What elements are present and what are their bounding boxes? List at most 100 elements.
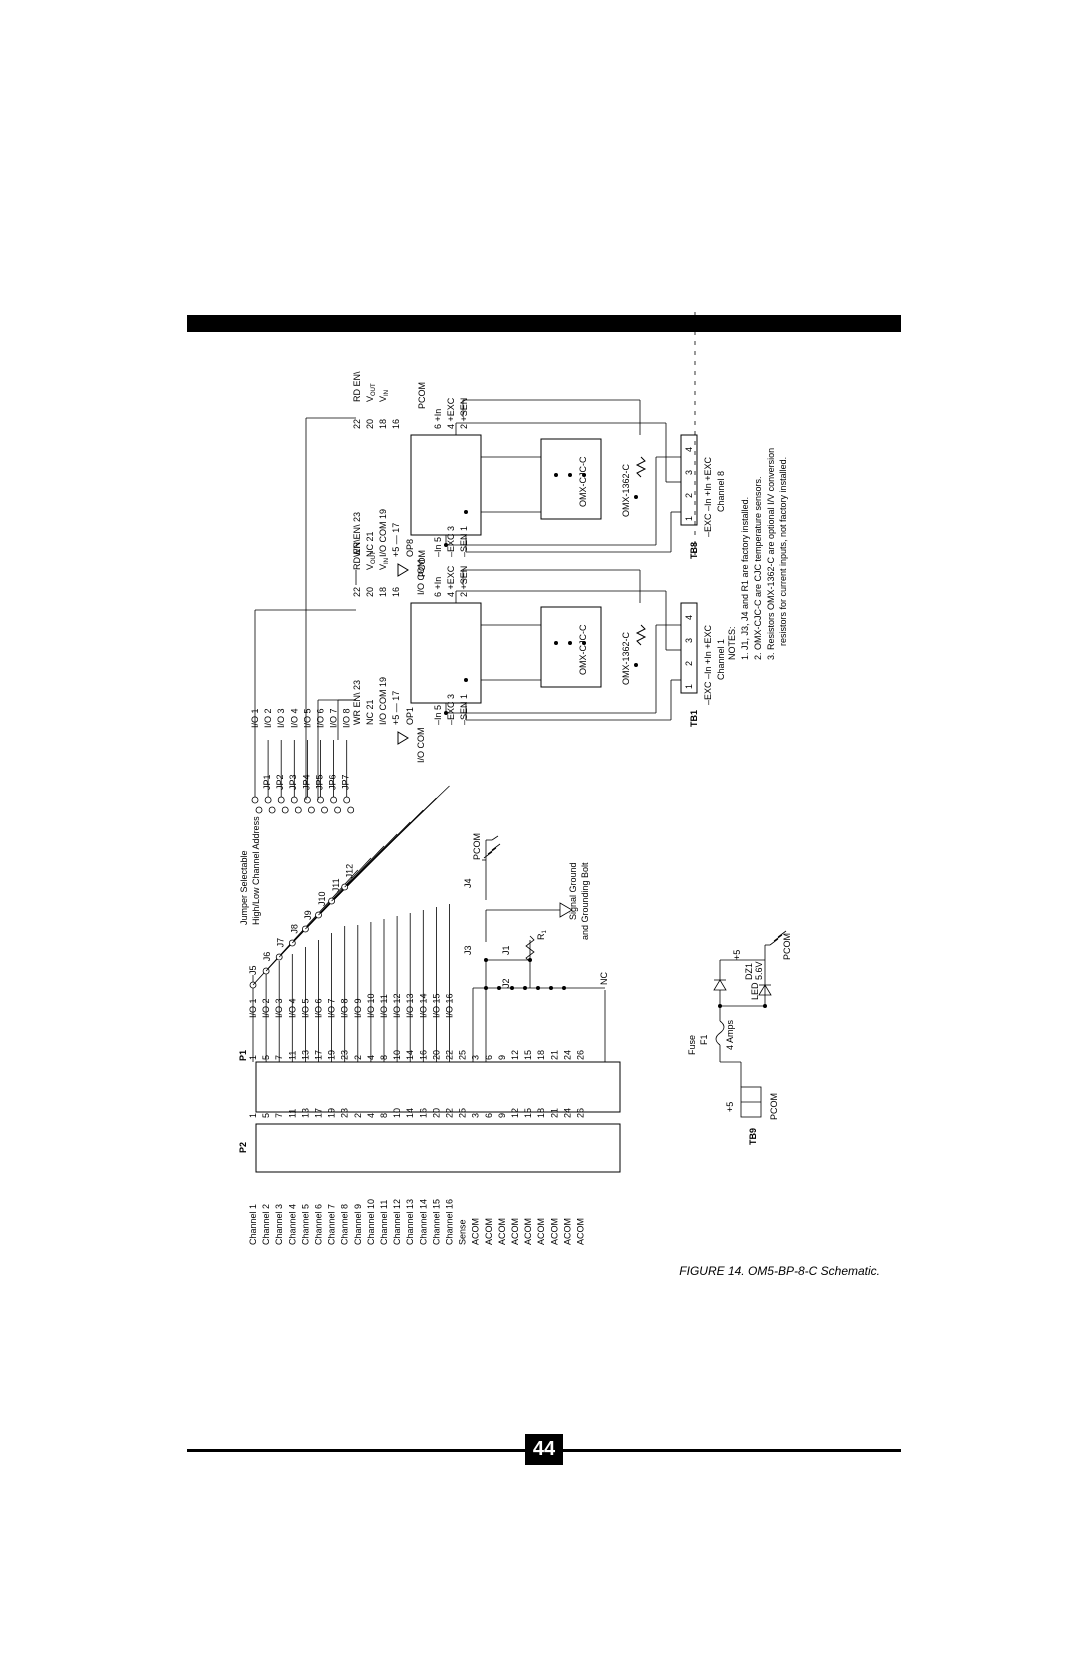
p2-signal-label: Channel 4 (287, 1204, 297, 1245)
module-left-pin: +5 — 17 (391, 523, 401, 557)
p2-pin-number: 17 (314, 1108, 324, 1118)
p2-signal-label: ACOM (497, 1218, 507, 1245)
p2-signal-label: ACOM (484, 1218, 494, 1245)
tb9-plus5-label: +5 (725, 1102, 735, 1112)
pcom-ground-label: PCOM (472, 833, 482, 860)
note-1: 1. J1, J3, J4 and R1 are factory install… (740, 497, 750, 660)
j-label: J8 (289, 924, 299, 934)
p2-pin-number: 6 (484, 1113, 494, 1118)
module-resistor-label: OMX-1362-C (621, 463, 631, 517)
p2-pin-number: 15 (523, 1108, 533, 1118)
p2-signal-label: ACOM (549, 1218, 559, 1245)
p2-pin-number: 26 (576, 1108, 586, 1118)
p2-pin-number: 2 (353, 1113, 363, 1118)
p2-signal-label: Channel 14 (418, 1199, 428, 1245)
j-label: J7 (276, 938, 286, 948)
page-number: 44 (525, 1434, 563, 1465)
module-right-pin: 4 +EXC (446, 565, 456, 597)
p1-pin-number: 25 (458, 1050, 468, 1060)
j1-label: J1 (501, 945, 511, 955)
p2-signal-label: Channel 3 (274, 1204, 284, 1245)
p1-label: P1 (238, 1050, 248, 1061)
module-tb-pin: 2 (684, 661, 694, 666)
p1-pin-number: 26 (576, 1050, 586, 1060)
jp-label: JP2 (275, 774, 285, 790)
power-pcom-label: PCOM (782, 933, 792, 960)
module-vin-label: VIN (378, 558, 390, 570)
p2-signal-label: ACOM (471, 1218, 481, 1245)
module-right-pin: 22 (352, 587, 362, 597)
module-tb-label: TB1 (689, 710, 699, 727)
module-name: OP8 (405, 539, 415, 557)
module-left-pin: +5 — 17 (391, 691, 401, 725)
p2-signal-label: ACOM (536, 1218, 546, 1245)
p2-pin-number: 16 (418, 1108, 428, 1118)
module-tb-signals: –EXC –In +In +EXC (703, 624, 713, 705)
p2-signal-label: Sense (458, 1219, 468, 1245)
p2-pin-number: 14 (405, 1108, 415, 1118)
dz1-label: DZ1 (744, 963, 754, 980)
module-right-pin: 18 (378, 587, 388, 597)
io-output-label: I/O 6 (316, 708, 326, 728)
module-channel-label: Channel 8 (716, 471, 726, 512)
module-left-pin: –In 5 (433, 537, 443, 557)
module-channel-label: Channel 1 (716, 639, 726, 680)
module-tb-pin: 4 (684, 615, 694, 620)
module-io-com-label: I/O COM (416, 560, 426, 596)
io-output-label: I/O 8 (342, 708, 352, 728)
j-label: J6 (262, 952, 272, 962)
module-right-pin: 6 +In (433, 409, 443, 429)
p2-signal-label: Channel 15 (431, 1199, 441, 1245)
tb9-pcom-label: PCOM (769, 1093, 779, 1120)
p2-signal-label: Channel 1 (248, 1204, 258, 1245)
module-left-pin: –SEN 1 (459, 526, 469, 557)
module-right-pin: 2 +SEN (459, 566, 469, 597)
module-left-pin: NC 21 (365, 699, 375, 725)
note-2: 2. OMX-CJC-C are CJC temperature sensors… (753, 476, 763, 660)
figure-caption: FIGURE 14. OM5-BP-8-C Schematic. (679, 1264, 880, 1278)
module-left-pin: NC 21 (365, 531, 375, 557)
nc-label: NC (599, 972, 609, 985)
io-output-label: I/O 3 (276, 708, 286, 728)
module-right-pin: 4 +EXC (446, 397, 456, 429)
ground-junction-dots (484, 958, 566, 990)
module-cjc-label: OMX-CJC-C (578, 456, 588, 507)
p1-pin-number: 15 (523, 1050, 533, 1060)
module-name: OP1 (405, 707, 415, 725)
p2-pin-number: 3 (471, 1113, 481, 1118)
j4-label: J4 (463, 878, 473, 888)
jp-label: JP1 (262, 774, 272, 790)
p2-signal-label: Channel 12 (392, 1199, 402, 1245)
module-vin-label: VIN (378, 390, 390, 402)
module-pcom-label: PCOM (417, 382, 427, 409)
p2-pin-number: 19 (327, 1108, 337, 1118)
module-cjc-label: OMX-CJC-C (578, 624, 588, 675)
module-right-pin: 6 +In (433, 577, 443, 597)
j2-label: J2 (501, 978, 511, 988)
p2-pin-number: 9 (497, 1113, 507, 1118)
jumper-graphics (251, 609, 356, 814)
p2-signal-label: ACOM (562, 1218, 572, 1245)
jp-label: JP5 (314, 774, 324, 790)
p2-pin-number: 20 (431, 1108, 441, 1118)
module-tb-pin: 4 (684, 447, 694, 452)
note-3b: resistors for current inputs, not factor… (778, 457, 788, 646)
module-resistor-label: OMX-1362-C (621, 631, 631, 685)
module-tb-pin: 1 (684, 516, 694, 521)
j-label: J5 (248, 965, 258, 975)
module-tb-pin: 2 (684, 493, 694, 498)
io-output-label: I/O 4 (289, 708, 299, 728)
p2-signal-label: Channel 9 (353, 1204, 363, 1245)
ground-network (472, 835, 605, 1062)
note-3a: 3. Resistors OMX-1362-C are optional I/V… (766, 448, 776, 660)
p1-pin-number: 9 (497, 1055, 507, 1060)
p2-signal-label: Channel 2 (261, 1204, 271, 1245)
p2-signal-label: Channel 13 (405, 1199, 415, 1245)
jp-label: JP6 (328, 774, 338, 790)
module-right-pin: 20 (365, 419, 375, 429)
